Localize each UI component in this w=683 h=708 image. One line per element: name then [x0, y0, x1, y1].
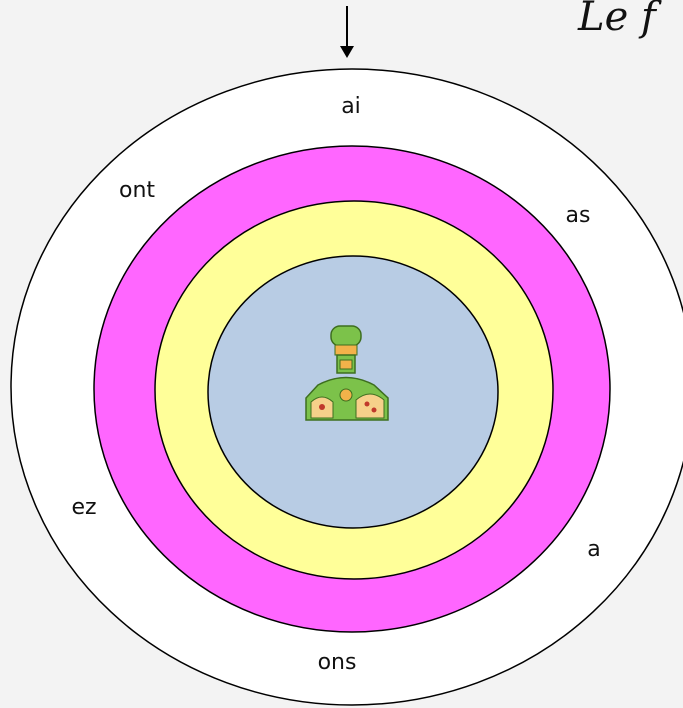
start-arrow-icon — [340, 6, 354, 58]
diagram-title: Le f — [577, 0, 662, 40]
ending-label-upper-left: ont — [119, 178, 155, 203]
ending-label-lower-left: ez — [71, 495, 96, 520]
ending-label-bottom: ons — [318, 650, 357, 675]
ending-label-top: ai — [341, 94, 361, 119]
ending-label-upper-right: as — [566, 203, 591, 228]
ending-label-lower-right: a — [587, 537, 600, 562]
